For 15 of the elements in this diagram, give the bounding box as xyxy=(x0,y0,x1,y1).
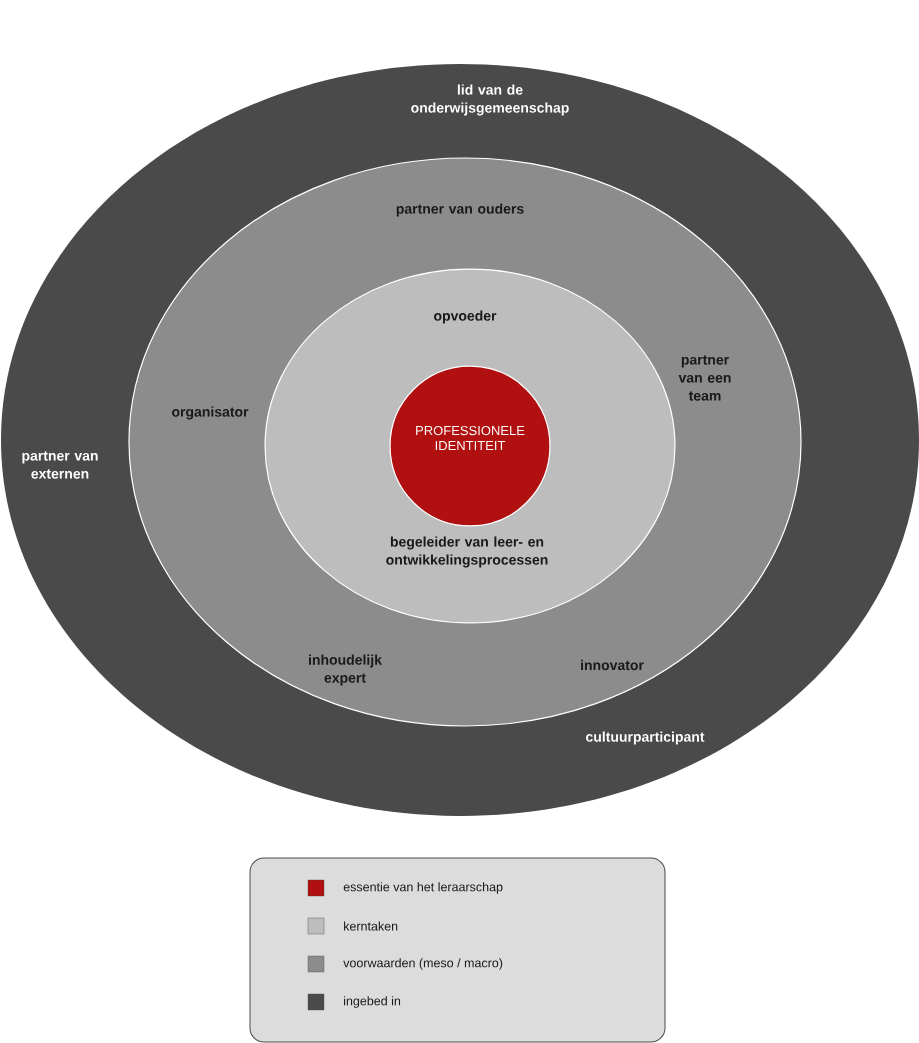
ring-label: inhoudelijk expert xyxy=(309,654,382,686)
ring-label: partner van externen xyxy=(22,451,98,479)
ring-label: begeleider van leer- en ontwikkelingsprocessen xyxy=(386,536,548,568)
ring-label: partner van een team xyxy=(678,355,731,401)
ring-label: PROFESSIONELE IDENTITEIT xyxy=(416,425,525,451)
legend-text: kerntaken xyxy=(344,921,398,931)
ring-label: cultuurparticipant xyxy=(586,731,705,745)
ring-label: partner van ouders xyxy=(396,203,524,217)
legend-text: voorwaarden (meso / macro) xyxy=(343,958,503,970)
ring-label: innovator xyxy=(581,659,644,671)
legend-text: essentie van het leraarschap xyxy=(343,882,503,894)
ring-label: organisator xyxy=(172,406,249,420)
ring-label: lid van de onderwijsgemeenschap xyxy=(411,84,569,116)
legend-text: ingebed in xyxy=(344,996,401,1008)
ring-label: opvoeder xyxy=(434,310,497,324)
